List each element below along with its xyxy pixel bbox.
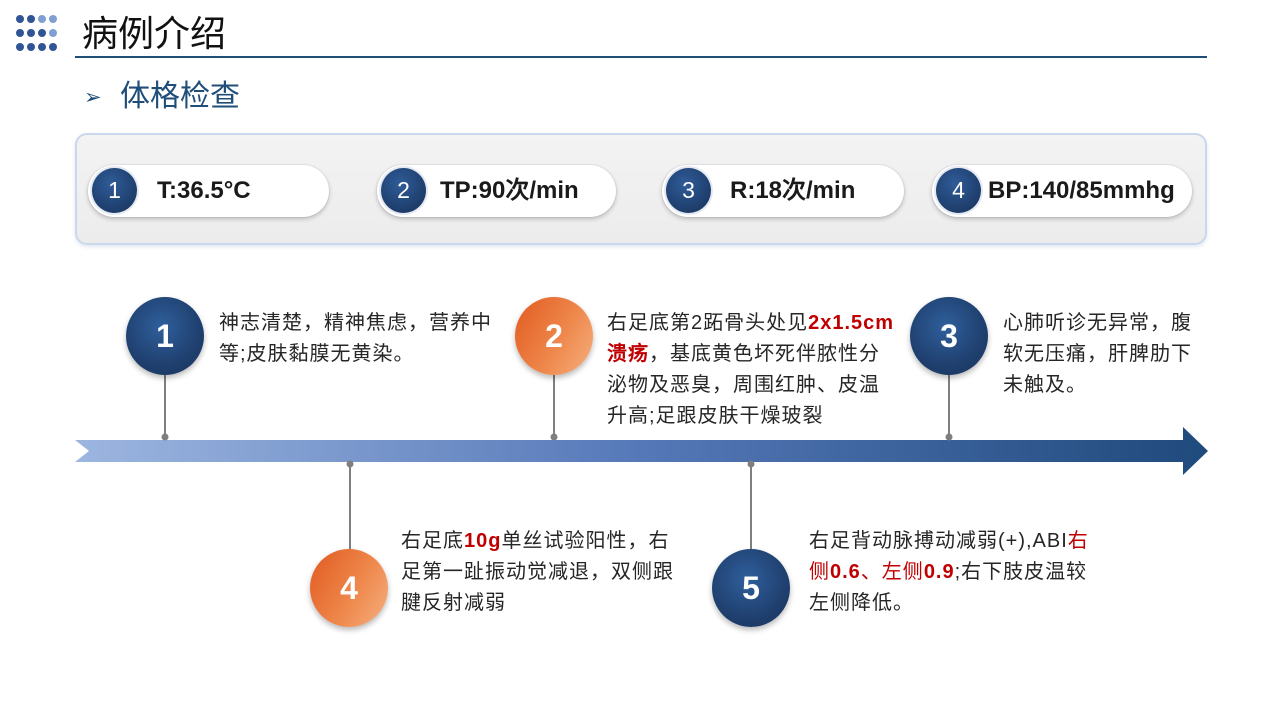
- finding-number-badge: 2: [515, 297, 593, 375]
- finding-text-segment: 单丝试验阳性，右足第一趾振动觉减退，双侧跟腱反射减弱: [401, 530, 674, 614]
- finding-highlight: 2x1.5cm溃疡: [607, 312, 895, 365]
- finding-text: 右足背动脉搏动减弱(+),ABI右侧0.6、左侧0.9;右下肢皮温较左侧降低。: [809, 526, 1097, 619]
- vital-sign-pill: 4 BP:140/85mmhg: [932, 165, 1192, 217]
- vital-sign-value: TP:90次/min: [440, 177, 579, 204]
- finding-text: 右足底第2跖骨头处见2x1.5cm溃疡，基底黄色坏死伴脓性分泌物及恶臭，周围红肿…: [607, 308, 897, 432]
- section-title: 体格检查: [120, 80, 240, 113]
- vital-sign-pill: 3 R:18次/min: [662, 165, 904, 217]
- vital-sign-pill: 2 TP:90次/min: [377, 165, 616, 217]
- timeline-arrow-icon: [75, 427, 1208, 475]
- finding-number-badge: 1: [126, 297, 204, 375]
- connector-dot: [346, 460, 354, 468]
- vital-sign-value: T:36.5°C: [157, 177, 251, 204]
- vital-sign-pill: 1 T:36.5°C: [88, 165, 329, 217]
- connector-dot: [550, 433, 558, 441]
- finding-text: 神志清楚，精神焦虑，营养中等;皮肤黏膜无黄染。: [219, 308, 499, 370]
- dot-grid-dot: [27, 29, 35, 37]
- finding-highlight: 0.9: [923, 561, 955, 583]
- dot-grid-dot: [16, 15, 24, 23]
- finding-text-segment: 心肺听诊无异常，腹软无压痛，肝脾肋下未触及。: [1003, 312, 1192, 396]
- vital-sign-value: BP:140/85mmhg: [988, 177, 1175, 204]
- vital-number-badge: 1: [92, 168, 137, 213]
- finding-text-segment: 右足底: [401, 530, 464, 552]
- finding-number-badge: 5: [712, 549, 790, 627]
- finding-highlight: 10g: [464, 530, 502, 552]
- finding-text-segment: 神志清楚，精神焦虑，营养中等;皮肤黏膜无黄染。: [219, 312, 492, 365]
- finding-highlight: 右侧: [809, 530, 1089, 583]
- finding-highlight: 0.6: [830, 561, 861, 583]
- page-title: 病例介绍: [82, 13, 227, 54]
- title-underline: [75, 56, 1207, 58]
- dot-grid-dot: [16, 43, 24, 51]
- finding-number-badge: 3: [910, 297, 988, 375]
- dot-grid-dot: [38, 29, 46, 37]
- finding-text: 心肺听诊无异常，腹软无压痛，肝脾肋下未触及。: [1003, 308, 1203, 401]
- arrow-bullet-icon: ➢: [84, 85, 102, 109]
- dot-grid-dot: [49, 29, 57, 37]
- dot-grid-icon: [16, 15, 57, 51]
- connector-dot: [747, 460, 755, 468]
- dot-grid-dot: [49, 43, 57, 51]
- connector-dot: [161, 433, 169, 441]
- finding-number-badge: 4: [310, 549, 388, 627]
- finding-text-segment: 右足底第2跖骨头处见: [607, 312, 809, 334]
- dot-grid-dot: [27, 43, 35, 51]
- vital-number-badge: 2: [381, 168, 426, 213]
- dot-grid-dot: [38, 43, 46, 51]
- connector-dot: [945, 433, 953, 441]
- vital-sign-value: R:18次/min: [730, 177, 856, 204]
- dot-grid-dot: [16, 29, 24, 37]
- dot-grid-dot: [27, 15, 35, 23]
- vital-number-badge: 4: [936, 168, 981, 213]
- finding-text-segment: 右足背动脉搏动减弱(+),ABI: [809, 530, 1068, 552]
- finding-text: 右足底10g单丝试验阳性，右足第一趾振动觉减退，双侧跟腱反射减弱: [401, 526, 683, 619]
- finding-text-segment: ，基底黄色坏死伴脓性分泌物及恶臭，周围红肿、皮温升高;足跟皮肤干燥玻裂: [607, 343, 880, 427]
- finding-highlight: 、左侧: [860, 561, 924, 583]
- finding-text-segment: ;右下肢皮温较左侧降低。: [809, 561, 1088, 614]
- vital-number-badge: 3: [666, 168, 711, 213]
- vitals-panel: 1 T:36.5°C 2 TP:90次/min 3 R:18次/min 4 BP…: [75, 133, 1207, 245]
- dot-grid-dot: [49, 15, 57, 23]
- dot-grid-dot: [38, 15, 46, 23]
